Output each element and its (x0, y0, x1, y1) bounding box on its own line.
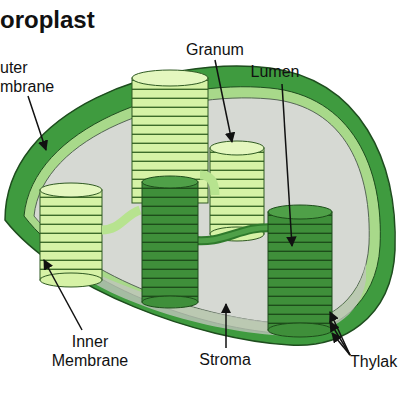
leader-line (225, 304, 227, 348)
stroma-lamella (190, 228, 275, 241)
leader-line (215, 60, 232, 142)
title: oroplast (0, 6, 95, 34)
leader-line (330, 312, 350, 355)
stroma-lamella (102, 210, 140, 230)
granum-cut (268, 205, 332, 337)
granum-stack (132, 70, 208, 203)
part-label: Granum (175, 40, 255, 59)
leader-line (28, 96, 46, 150)
granum-cut (142, 176, 198, 308)
leader-line (332, 333, 350, 355)
outer-membrane (5, 66, 395, 345)
stroma-lamella (190, 228, 275, 241)
stroma-lamella (200, 175, 215, 195)
leader-line (282, 84, 292, 246)
membrane-label: uter mbrane (0, 58, 62, 96)
part-label: Stroma (185, 350, 265, 369)
leader-line (44, 260, 82, 330)
part-label: Thylak (350, 352, 400, 371)
granum-stack (40, 183, 102, 287)
leader-line (330, 322, 350, 355)
membrane-label: Inner Membrane (45, 332, 135, 370)
part-label: Lumen (235, 62, 315, 81)
